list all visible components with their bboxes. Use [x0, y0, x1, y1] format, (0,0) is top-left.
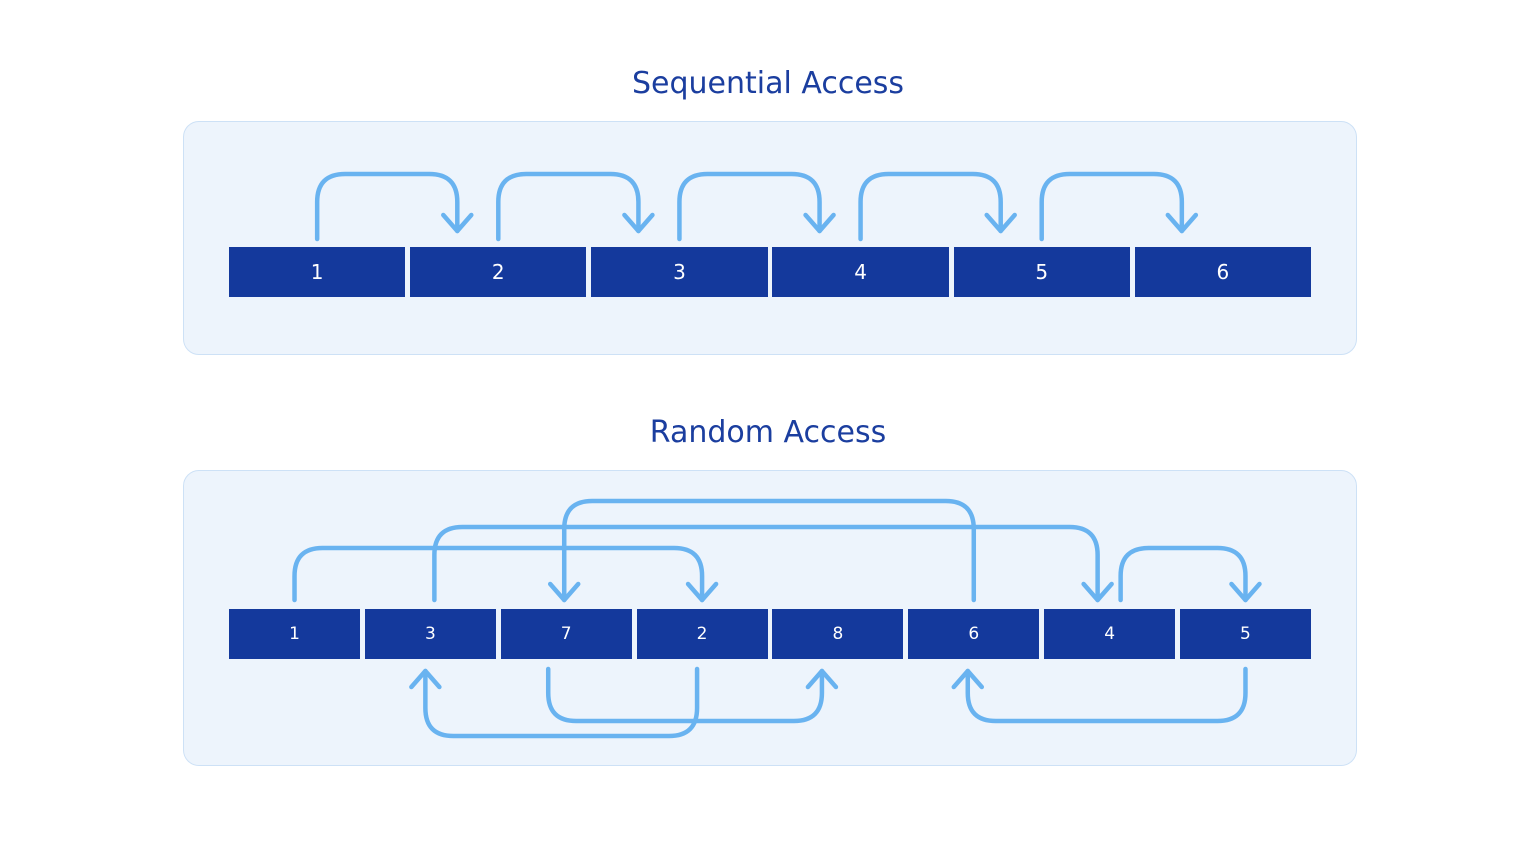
- arrowhead-icon: [1165, 212, 1199, 234]
- arrow-shaft: [965, 666, 1248, 724]
- arrowhead-icon: [685, 581, 719, 603]
- arrow-6-to-7: [547, 498, 977, 603]
- random-arrows-layer: [292, 498, 1262, 739]
- memory-block-6: 6: [1134, 247, 1311, 297]
- arrow-shaft: [677, 171, 822, 242]
- arrow-4-to-5: [1118, 545, 1262, 603]
- memory-block-8: 8: [772, 609, 904, 659]
- arrow-1-to-2: [314, 171, 474, 242]
- arrow-shaft: [545, 666, 825, 724]
- arrow-shaft: [1039, 171, 1185, 242]
- memory-block-5: 5: [953, 247, 1130, 297]
- arrowhead-icon: [622, 212, 655, 234]
- arrow-4-to-5: [858, 171, 1017, 242]
- arrowhead-icon: [803, 212, 836, 234]
- arrow-5-to-6: [1039, 171, 1199, 242]
- memory-block-1: 1: [229, 247, 406, 297]
- arrowhead-icon: [951, 668, 985, 690]
- arrowhead-icon: [1081, 581, 1114, 603]
- memory-block-3: 3: [364, 609, 496, 659]
- arrow-2-to-3: [409, 666, 700, 739]
- memory-block-6: 6: [908, 609, 1040, 659]
- arrow-shaft: [1118, 545, 1248, 603]
- memory-block-1: 1: [229, 609, 361, 659]
- sequential-access-title: Sequential Access: [631, 66, 905, 101]
- arrow-1-to-2: [292, 545, 719, 603]
- arrow-shaft: [423, 666, 700, 739]
- arrowhead-icon: [1229, 581, 1262, 603]
- memory-block-2: 2: [636, 609, 768, 659]
- memory-block-3: 3: [591, 247, 768, 297]
- memory-block-7: 7: [500, 609, 632, 659]
- memory-block-4: 4: [1044, 609, 1176, 659]
- arrowhead-icon: [984, 212, 1017, 234]
- arrow-shaft: [496, 171, 641, 242]
- arrow-3-to-4: [432, 524, 1114, 603]
- random-access-title: Random Access: [649, 415, 887, 450]
- memory-block-2: 2: [410, 247, 587, 297]
- arrow-shaft: [858, 171, 1003, 242]
- arrow-7-to-8: [545, 666, 839, 724]
- arrowhead-icon: [409, 668, 442, 690]
- sequential-arrows-layer: [314, 171, 1199, 242]
- arrow-shaft: [292, 545, 705, 603]
- arrow-shaft: [314, 171, 460, 242]
- arrow-shaft: [432, 524, 1100, 603]
- arrow-2-to-3: [496, 171, 655, 242]
- arrow-shaft: [561, 498, 977, 603]
- memory-block-4: 4: [772, 247, 949, 297]
- arrowhead-icon: [441, 212, 474, 234]
- memory-block-5: 5: [1179, 609, 1311, 659]
- arrowhead-icon: [805, 668, 839, 690]
- arrow-3-to-4: [677, 171, 836, 242]
- arrowhead-icon: [547, 581, 581, 603]
- arrow-5-to-6: [951, 666, 1248, 724]
